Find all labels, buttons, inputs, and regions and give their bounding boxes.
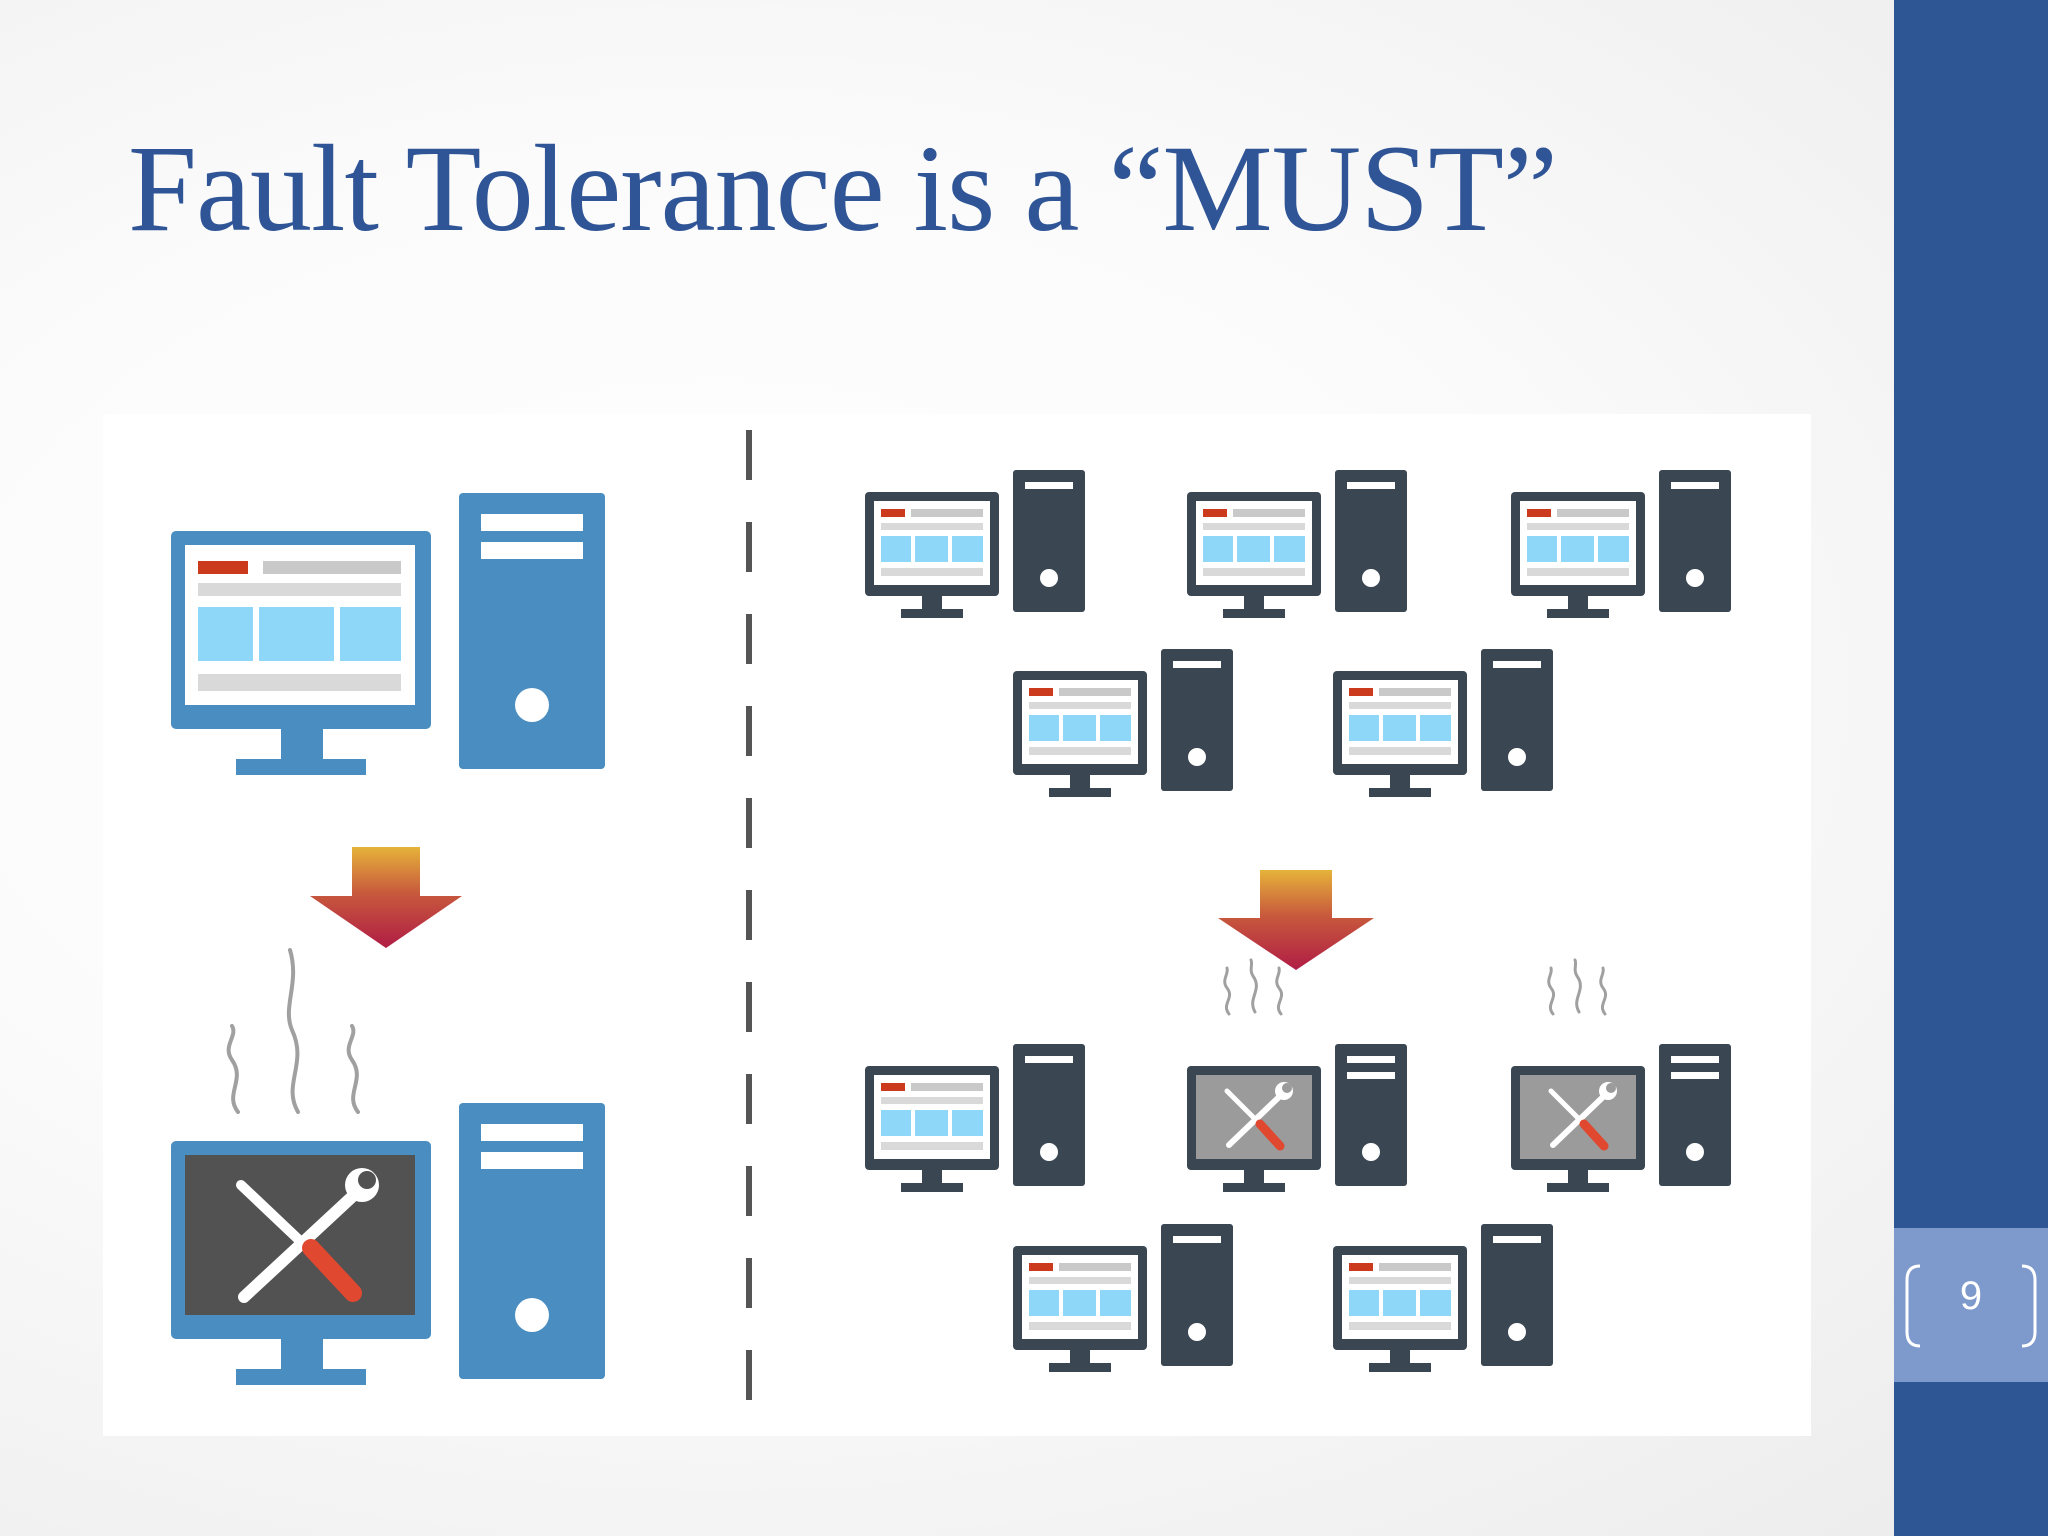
working-computer-icon [865,470,1085,618]
page-number: 9 [1959,1274,1983,1318]
working-computer-icon [1333,649,1553,797]
working-computer-icon [865,1044,1085,1192]
page-number-tab: 9 [1894,1228,2048,1382]
down-arrow-icon [310,847,462,948]
slide-title: Fault Tolerance is a “MUST” [128,120,1558,257]
bracket-icon [1905,1264,2037,1348]
working-computer-icon [1013,649,1233,797]
working-computer-icon [1013,1224,1233,1372]
down-arrow-icon [1218,870,1374,970]
broken-computer-icon [1187,1044,1407,1192]
working-computer-icon [1333,1224,1553,1372]
working-computer-icon [1187,470,1407,618]
broken-computer-icon [1511,1044,1731,1192]
smoke-icon [226,948,360,1114]
fault-tolerance-illustration [103,414,1811,1436]
working-computer-icon [1511,470,1731,618]
